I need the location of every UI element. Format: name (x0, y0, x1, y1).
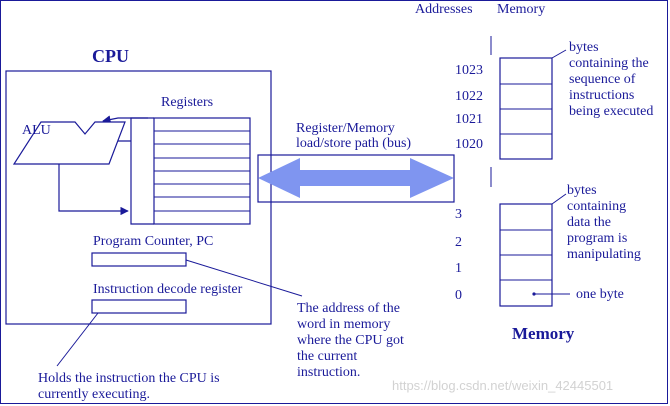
address-label: 1023 (455, 63, 483, 78)
bus-double-arrow (258, 158, 454, 198)
watermark: https://blog.csdn.net/weixin_42445501 (392, 378, 614, 393)
lower-memory-cells (499, 203, 553, 307)
upper-memory-cells (499, 57, 553, 160)
address-label: 1 (455, 261, 462, 276)
bus-label: Register/Memory load/store path (bus) (296, 121, 412, 151)
alu-output-arrow (58, 164, 129, 216)
pc-register-box (91, 252, 187, 267)
registers-label: Registers (161, 95, 214, 110)
bus-box (257, 154, 455, 203)
register-stack (153, 117, 251, 225)
alu-label: ALU (22, 123, 51, 138)
memory-title: Memory (512, 324, 575, 343)
address-label: 1020 (455, 137, 483, 152)
memory-header: Memory (497, 2, 546, 17)
instruction-decode-register-label: Instruction decode register (93, 282, 243, 297)
instructions-note: bytes containing the sequence of instruc… (569, 40, 654, 119)
pc-note: The address of the word in memory where … (297, 301, 404, 380)
cpu-title: CPU (92, 46, 129, 66)
address-label: 0 (455, 288, 462, 303)
addresses-header: Addresses (415, 2, 473, 17)
instruction-note: Holds the instruction the CPU is current… (38, 371, 220, 402)
address-label: 1022 (455, 89, 483, 104)
one-byte-label: one byte (576, 287, 624, 302)
address-label: 2 (455, 235, 462, 250)
program-counter-label: Program Counter, PC (93, 234, 214, 249)
address-label: 3 (455, 207, 462, 222)
address-label: 1021 (455, 112, 483, 127)
cpu-box (5, 70, 272, 325)
data-note: bytes containing data the program is man… (567, 183, 641, 262)
ir-register-box (91, 299, 187, 314)
alu-shape (12, 121, 126, 165)
